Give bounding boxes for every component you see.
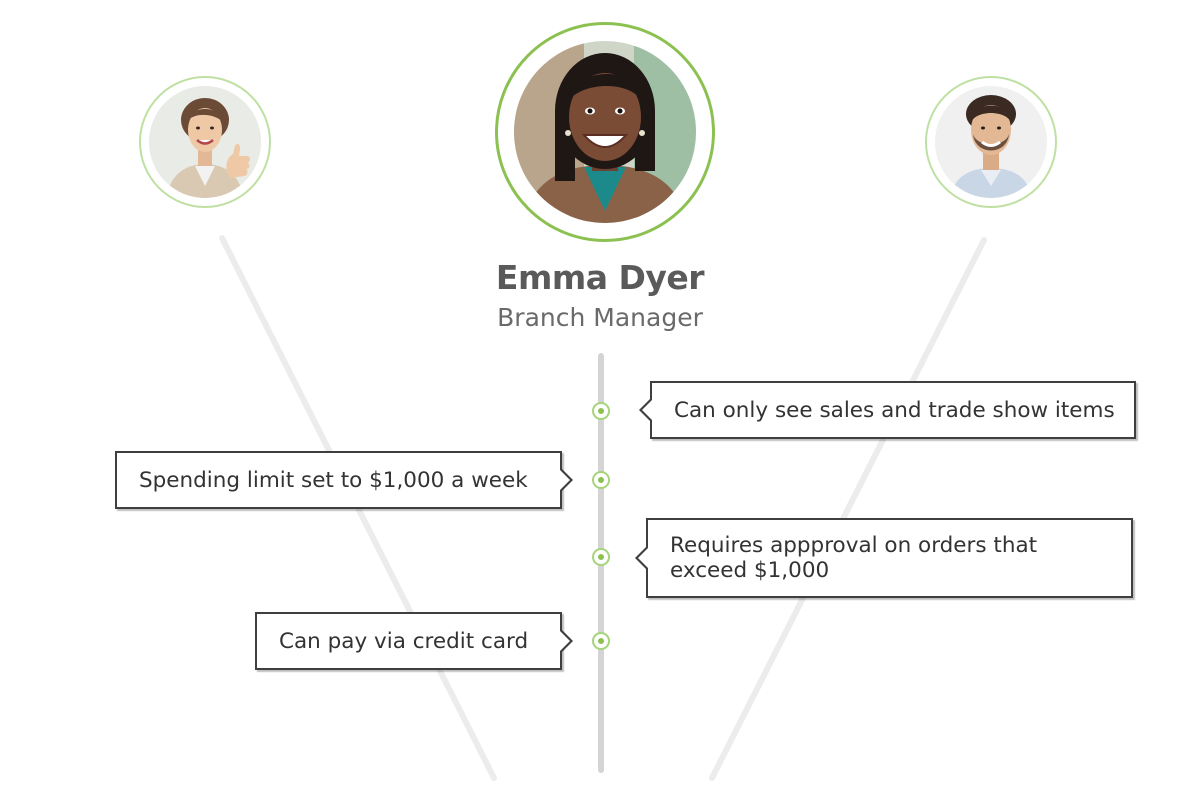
- person-role: Branch Manager: [497, 303, 703, 332]
- permission-text: Can pay via credit card: [279, 628, 529, 654]
- timeline-node: [592, 548, 610, 566]
- avatar-main[interactable]: [495, 22, 715, 242]
- connector-line-right: [709, 237, 987, 781]
- permission-callout-credit-card: Can pay via credit card: [255, 612, 573, 670]
- person-name: Emma Dyer: [495, 258, 705, 297]
- avatar-right[interactable]: [925, 76, 1057, 208]
- avatar-woman-thumbs-up-icon: [149, 86, 261, 198]
- timeline-node: [592, 632, 610, 650]
- timeline-node: [592, 402, 610, 420]
- permission-callout-approval: Requires appproval on orders that exceed…: [635, 518, 1133, 598]
- timeline-node: [592, 471, 610, 489]
- permission-callout-view-items: Can only see sales and trade show items: [639, 381, 1136, 439]
- avatar-man-smiling-icon: [935, 86, 1047, 198]
- permission-callout-spending-limit: Spending limit set to $1,000 a week: [115, 451, 573, 509]
- avatar-left[interactable]: [139, 76, 271, 208]
- permission-text: Spending limit set to $1,000 a week: [139, 467, 528, 493]
- permission-text: Can only see sales and trade show items: [674, 397, 1115, 423]
- avatar-woman-smiling-icon: [514, 41, 696, 223]
- permission-text: Requires appproval on orders that exceed…: [670, 533, 1038, 583]
